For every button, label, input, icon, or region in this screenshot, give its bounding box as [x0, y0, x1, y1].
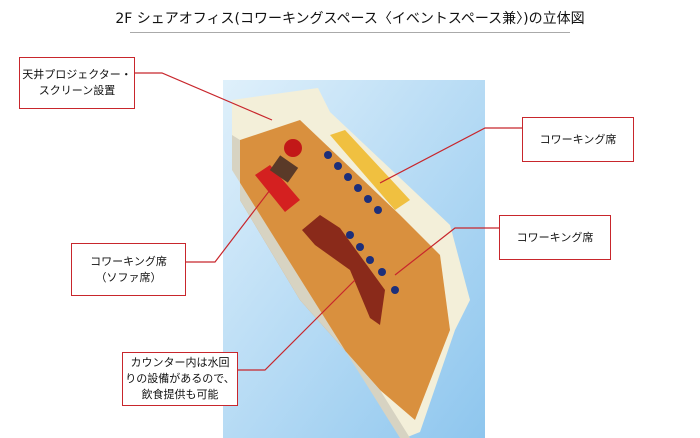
callout-text: （ソファ席）	[95, 270, 162, 284]
coffee-table	[269, 155, 299, 183]
callout-text: りの設備があるので、	[125, 372, 235, 385]
callout-text: コワーキング席	[516, 230, 594, 244]
diagram-title: 2F シェアオフィス(コワーキングスペース〈イベントスペース兼〉)の立体図	[115, 11, 585, 27]
callout-counter: カウンター内は水回 りの設備があるので、 飲食提供も可能	[122, 352, 238, 406]
callout-text: カウンター内は水回	[130, 356, 230, 369]
callout-coworking-1: コワーキング席	[522, 117, 634, 162]
red-sofa	[255, 165, 300, 212]
callout-text: 天井プロジェクター・	[22, 68, 132, 81]
callout-text: コワーキング席	[90, 254, 167, 268]
callout-sofa: コワーキング席 （ソファ席）	[71, 243, 186, 296]
title-underline	[130, 32, 570, 33]
callout-text: スクリーン設置	[38, 84, 116, 97]
callout-leaders	[134, 72, 522, 371]
office-chairs	[324, 151, 399, 294]
callout-coworking-2: コワーキング席	[499, 215, 611, 260]
callout-text: 飲食提供も可能	[141, 388, 219, 401]
side-desk	[330, 130, 410, 210]
callout-projector: 天井プロジェクター・ スクリーン設置	[19, 57, 135, 109]
counter	[302, 215, 385, 325]
red-armchair	[284, 139, 302, 157]
callout-text: コワーキング席	[539, 132, 617, 146]
